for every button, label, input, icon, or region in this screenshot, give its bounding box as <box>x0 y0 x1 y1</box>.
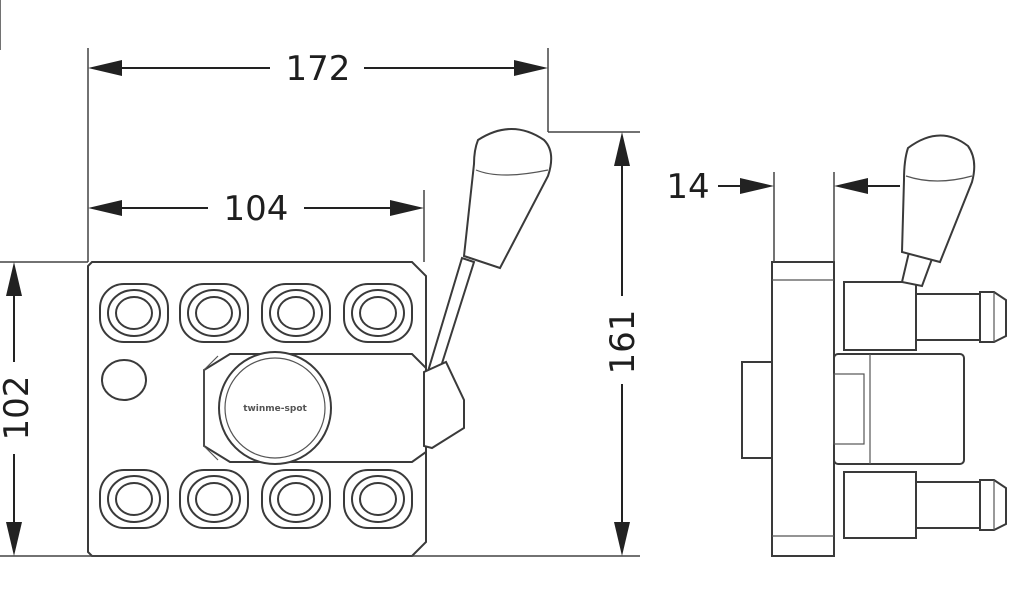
dimension-label-161: 161 <box>603 310 643 375</box>
dimension-body-height: 102 <box>0 262 37 556</box>
port <box>261 469 331 529</box>
port <box>179 469 249 529</box>
selector-housing: twinme-spot <box>203 351 427 465</box>
mounting-hole <box>101 359 147 401</box>
dimension-label-14: 14 <box>666 167 709 207</box>
selector-logo: twinme-spot <box>243 404 307 414</box>
bottom-port-row <box>99 469 413 529</box>
side-lever <box>900 134 976 288</box>
port <box>343 283 413 343</box>
dimension-lines: 172 104 102 161 <box>0 0 900 557</box>
dimension-overall-height: 161 <box>603 132 643 556</box>
side-flange-plate <box>771 261 835 557</box>
rear-boss <box>741 361 773 459</box>
port <box>261 283 331 343</box>
port <box>179 283 249 343</box>
lower-fitting <box>843 471 1007 539</box>
lever-handle <box>423 128 553 450</box>
front-view: twinme-spot <box>87 128 553 557</box>
upper-fitting <box>843 281 1007 351</box>
port <box>343 469 413 529</box>
side-view <box>741 134 1007 557</box>
side-body <box>833 353 965 465</box>
dimension-body-width: 104 <box>88 189 424 229</box>
port <box>99 283 169 343</box>
port <box>99 469 169 529</box>
dimension-label-172: 172 <box>286 49 351 89</box>
selector-knob <box>218 351 332 465</box>
dimension-overall-width: 172 <box>88 49 548 89</box>
top-port-row <box>99 283 413 343</box>
dimension-label-104: 104 <box>224 189 289 229</box>
dimension-label-102: 102 <box>0 376 37 441</box>
dimension-plate-thickness: 14 <box>666 167 900 207</box>
